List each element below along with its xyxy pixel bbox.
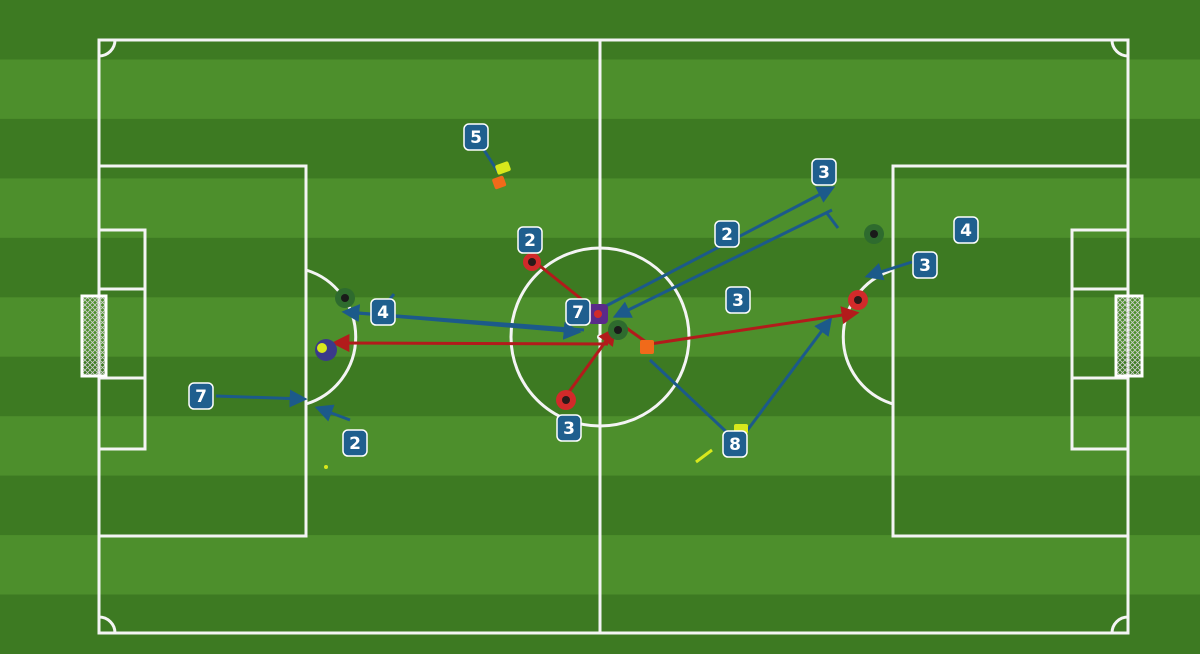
number-badge-label: 4 <box>960 221 972 241</box>
center-spot <box>597 334 603 340</box>
number-badge-label: 2 <box>721 225 733 245</box>
number-badge: 3 <box>912 251 938 279</box>
cone-icon <box>492 161 511 190</box>
player-icon <box>864 224 884 244</box>
number-badge-label: 3 <box>818 163 830 183</box>
number-badge: 2 <box>517 226 543 254</box>
number-badge-label: 2 <box>349 434 361 454</box>
number-badge: 2 <box>714 220 740 248</box>
pass-arrow <box>314 404 351 422</box>
number-badge: 3 <box>556 414 582 442</box>
corner-arc-top-right <box>1110 39 1129 58</box>
corner-arc-bottom-right <box>1110 615 1129 634</box>
player-icon <box>608 320 628 340</box>
player-icon <box>588 304 608 324</box>
number-badge: 7 <box>565 298 591 326</box>
pass-arrow <box>864 260 913 281</box>
player-icon <box>523 253 541 271</box>
number-badge-label: 4 <box>377 303 389 323</box>
number-badge-label: 5 <box>470 128 482 148</box>
number-badge: 4 <box>953 216 979 244</box>
player-icon <box>315 339 337 361</box>
goal-icon <box>1114 294 1144 378</box>
pass-arrow <box>744 317 833 433</box>
player-icon <box>848 290 868 310</box>
right-penalty-arc <box>841 268 894 406</box>
number-badge: 8 <box>722 430 748 458</box>
number-badge: 4 <box>370 298 396 326</box>
number-badge-label: 3 <box>732 291 744 311</box>
cone-icon <box>640 340 654 354</box>
number-badge: 3 <box>811 158 837 186</box>
left-penalty-arc <box>305 268 358 406</box>
pass-arrow <box>603 186 836 309</box>
pass-arrow <box>648 358 737 442</box>
pass-arrow <box>612 208 833 318</box>
pass-arrow <box>824 211 840 229</box>
corner-arc-bottom-left <box>98 615 117 634</box>
corner-arc-top-left <box>98 39 117 58</box>
pass-arrow <box>215 389 308 408</box>
number-badge: 7 <box>188 382 214 410</box>
pass-arrow-red <box>331 334 609 353</box>
pass-arrow-red <box>564 327 617 397</box>
number-badge-label: 7 <box>572 303 584 323</box>
number-badge: 5 <box>463 123 489 151</box>
ball-icon <box>324 465 328 469</box>
goal-icon <box>80 294 108 378</box>
number-badge-label: 2 <box>524 231 536 251</box>
pass-arrow <box>482 149 500 173</box>
player-icon <box>556 390 576 410</box>
blue-pass-arrows <box>215 149 913 442</box>
number-badge: 2 <box>342 429 368 457</box>
number-badge: 3 <box>725 286 751 314</box>
player-icon <box>335 288 355 308</box>
number-badge-label: 7 <box>195 387 207 407</box>
number-badge-label: 8 <box>729 435 741 455</box>
number-badge-label: 3 <box>919 256 931 276</box>
pass-arrow-red <box>649 306 860 346</box>
number-badges: 5 2 7 4 7 2 3 <box>188 123 979 458</box>
number-badge-label: 3 <box>563 419 575 439</box>
